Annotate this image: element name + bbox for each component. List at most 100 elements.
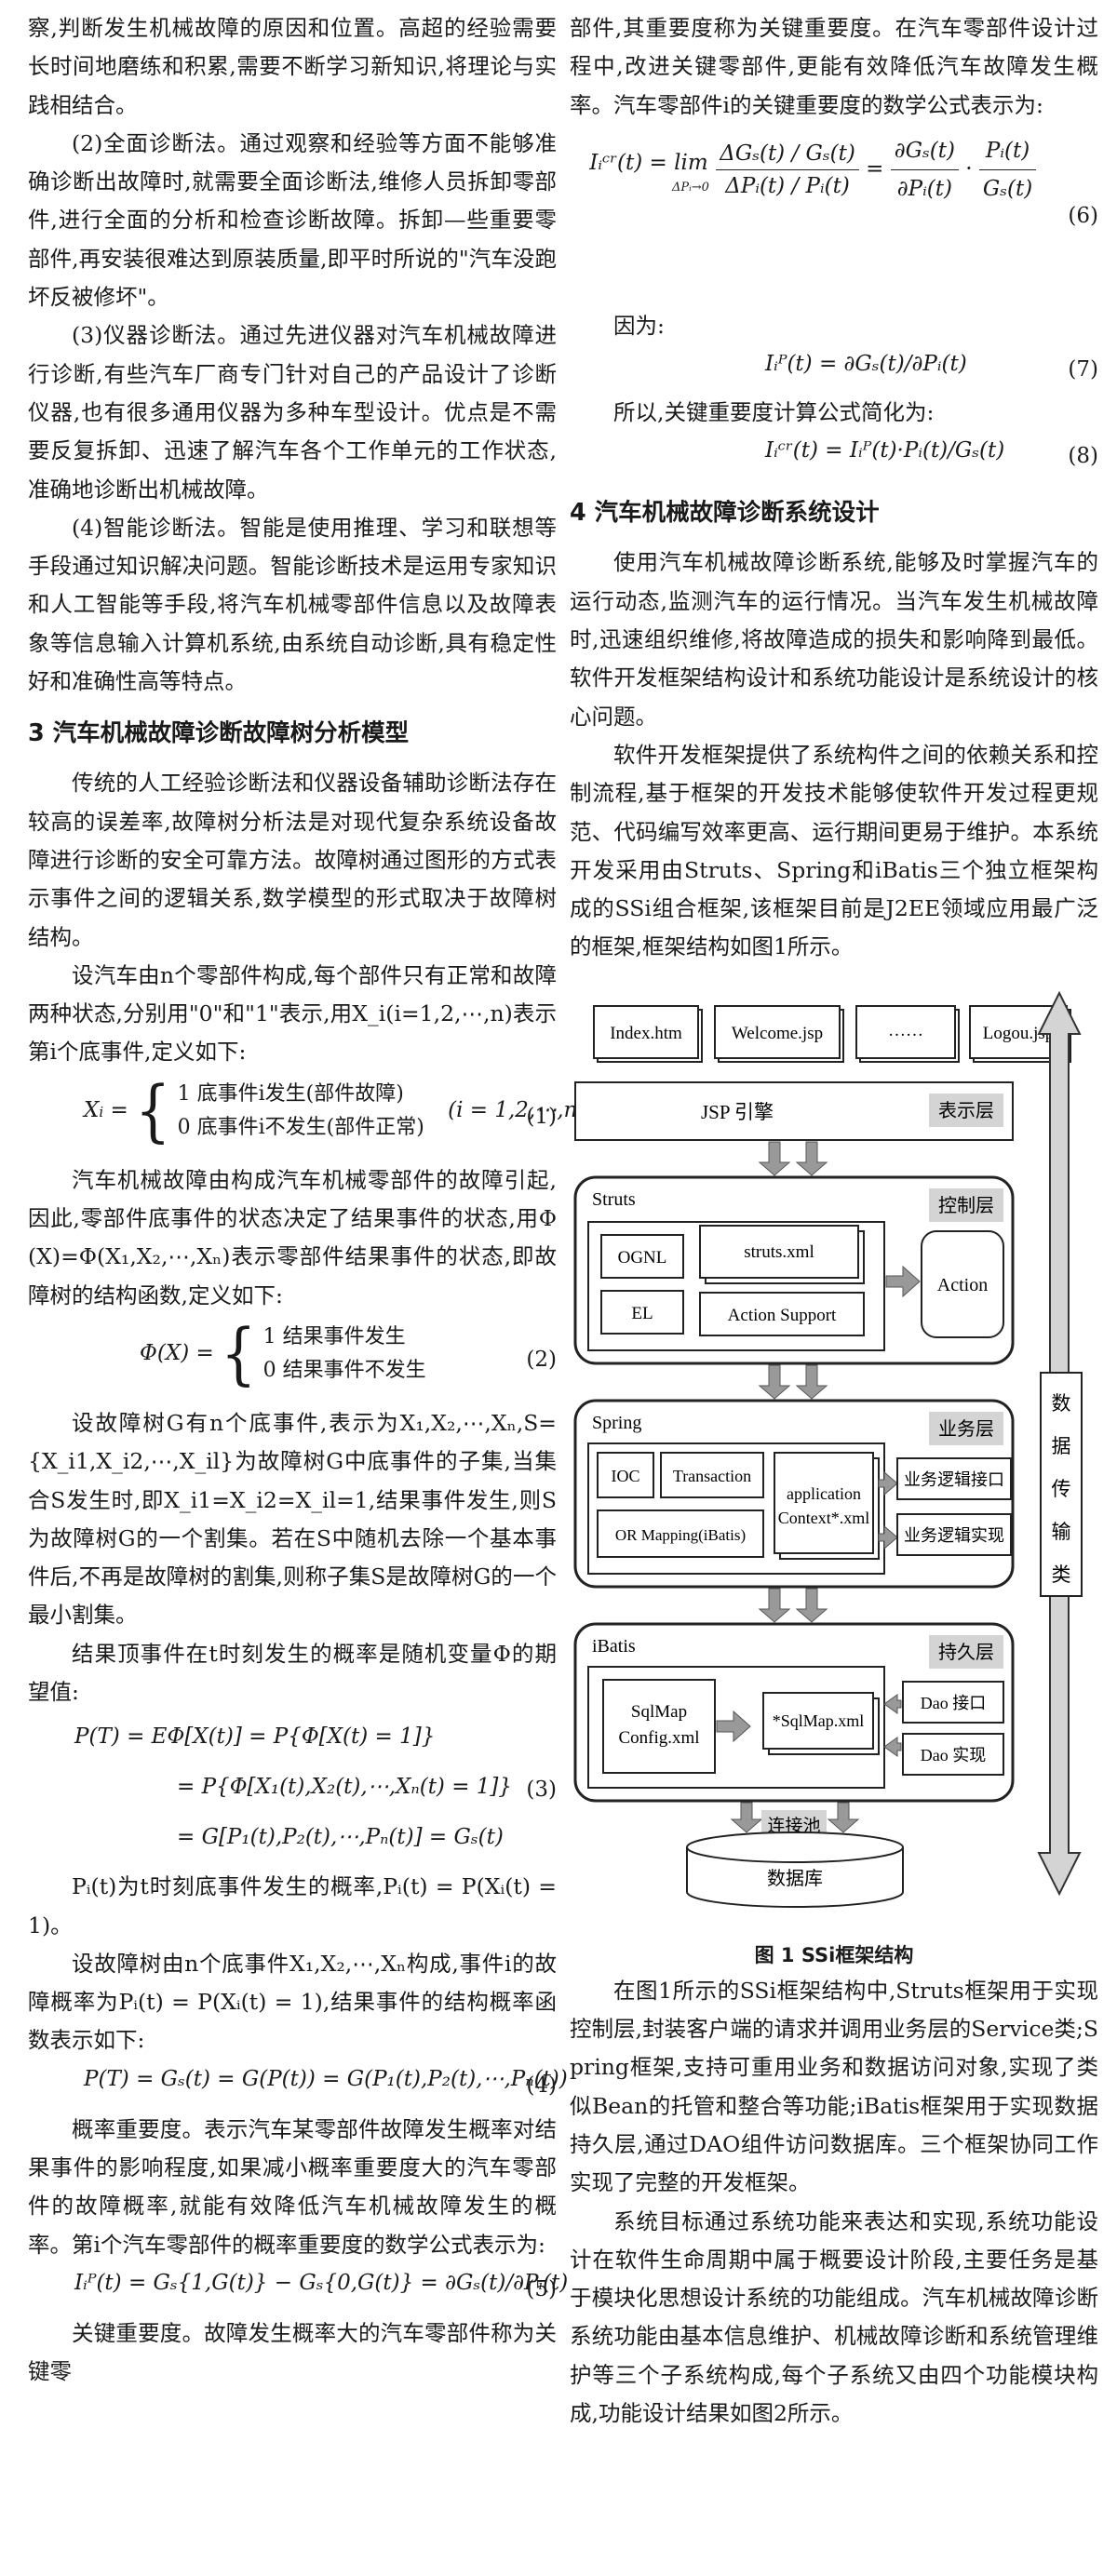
equation-lhs: X <box>84 1097 100 1122</box>
paragraph: 结果顶事件在t时刻发生的概率是随机变量Φ的期望值: <box>28 1640 557 1705</box>
equation-cases: 1 结果事件发生 0 结果事件不发生 <box>263 1321 426 1388</box>
data-transfer-arrow <box>1037 990 1083 1896</box>
database-icon <box>686 1831 904 1908</box>
paragraph: 系统目标通过系统功能来表达和实现,系统功能设计在软件生命周期中属于概要设计阶段,… <box>570 2207 1098 2427</box>
data-transfer-label: 数 <box>1052 1392 1071 1415</box>
persistence-layer-label: 持久层 <box>938 1642 994 1663</box>
equation-4: P(T) = Gₛ(t) = G(P(t)) = G(P₁(t),P₂(t),⋯… <box>28 2060 568 2111</box>
fraction-numerator: Pᵢ(t) <box>978 132 1037 170</box>
page-file: Welcome.jsp <box>732 1024 823 1043</box>
page-files-row: Index.htm Welcome.jsp …… Logou.jsp <box>593 1004 1071 1063</box>
paragraph: 部件,其重要度称为关键重要度。在汽车零部件设计过程中,改进关键零部件,更能有效降… <box>570 15 1098 118</box>
spring-label: Spring <box>592 1413 641 1433</box>
equation-lhs: Φ(X) = <box>140 1340 214 1365</box>
app-context-label: application <box>787 1484 861 1503</box>
fraction-numerator: ∂Gₛ(t) <box>890 132 959 170</box>
dao-impl-label: Dao 实现 <box>921 1746 987 1764</box>
fraction-denominator: Gₛ(t) <box>982 176 1033 201</box>
database-label: 数据库 <box>767 1868 823 1889</box>
control-layer-label: 控制层 <box>938 1195 994 1216</box>
biz-interface-label: 业务逻辑接口 <box>904 1470 1004 1489</box>
paragraph: (3)仪器诊断法。通过先进仪器对汽车机械故障进行诊断,有些汽车厂商专门针对自己的… <box>28 322 557 503</box>
equation-8: Iᵢᶜʳ(t) = Iᵢᴾ(t)·Pᵢ(t)/Gₛ(t) (8) <box>570 432 1098 480</box>
equation-line: P(T) = EΦ[X(t)] = P{Φ[X(t) = 1]} <box>74 1724 436 1750</box>
equation-number: (4) <box>526 2073 557 2098</box>
data-transfer-label: 据 <box>1052 1435 1071 1457</box>
struts-xml-label: struts.xml <box>744 1242 814 1262</box>
paragraph: 使用汽车机械故障诊断系统,能够及时掌握汽车的运行动态,监测汽车的运行情况。当汽车… <box>570 549 1098 730</box>
equation-number: (6) <box>1068 203 1098 228</box>
connection-pool-label: 连接池 <box>767 1816 820 1836</box>
figure-caption: 图 1 SSi框架结构 <box>754 1943 914 1966</box>
presentation-layer-label: 表示层 <box>938 1100 994 1121</box>
equation-body: P(T) = Gₛ(t) = G(P(t)) = G(P₁(t),P₂(t),⋯… <box>84 2066 568 2091</box>
fraction-denominator: ∂Pᵢ(t) <box>896 176 952 201</box>
sqlmap-config-label: Config.xml <box>618 1728 699 1748</box>
paragraph: 在图1所示的SSi框架结构中,Struts框架用于实现控制层,封装客户端的请求并… <box>570 1977 1098 2196</box>
layer-tag <box>929 1187 1003 1222</box>
business-layer-label: 业务层 <box>938 1418 994 1440</box>
num-top: ΔGₛ(t) <box>720 141 786 166</box>
paragraph: 察,判断发生机械故障的原因和位置。高超的经验需要长时间地磨练和积累,需要不断学习… <box>28 15 557 118</box>
equation-5: Iᵢᴾ(t) = Gₛ{1,G(t)} − Gₛ{0,G(t)} = ∂Gₛ(t… <box>28 2264 568 2314</box>
fraction-numerator: ΔGₛ(t) / Gₛ(t) <box>716 138 859 170</box>
action-support-label: Action Support <box>728 1306 837 1325</box>
equation-cases: 1 底事件i发生(部件故障) 0 底事件i不发生(部件正常) <box>178 1078 424 1145</box>
page-file: …… <box>888 1021 923 1040</box>
ssi-architecture-figure: Index.htm Welcome.jsp …… Logou.jsp JSP 引… <box>570 982 1098 1935</box>
equation-number: (8) <box>1068 444 1098 469</box>
paragraph: 因为: <box>613 312 665 339</box>
fraction-denominator: ΔPᵢ(t) / Pᵢ(t) <box>725 173 850 198</box>
equation-lhs: Iᵢᶜʳ(t) = lim <box>589 151 708 176</box>
paragraph: 所以,关键重要度计算公式简化为: <box>613 399 935 426</box>
paragraph: 设汽车由n个零部件构成,每个部件只有正常和故障两种状态,分别用"0"和"1"表示… <box>28 961 557 1066</box>
equation-body: Iᵢᴾ(t) = Gₛ{1,G(t)} − Gₛ{0,G(t)} = ∂Gₛ(t… <box>74 2270 569 2295</box>
paragraph: (2)全面诊断法。通过观察和经验等方面不能够准确诊断出故障时,就需要全面诊断法,… <box>28 129 557 311</box>
biz-impl-label: 业务逻辑实现 <box>904 1526 1004 1545</box>
equation-1: Xi = { 1 底事件i发生(部件故障) 0 底事件i不发生(部件正常) (i… <box>84 1071 586 1150</box>
layer-tag <box>929 1411 1003 1445</box>
data-transfer-label: 传 <box>1052 1478 1071 1500</box>
fraction: ∂Gₛ(t) ∂Pᵢ(t) <box>890 132 959 208</box>
page-file: Index.htm <box>610 1024 682 1043</box>
equation-6: Iᵢᶜʳ(t) = lim ΔPᵢ→0 ΔGₛ(t) / Gₛ(t) ΔPᵢ(t… <box>570 132 1098 300</box>
layer-tag <box>929 1634 1003 1669</box>
brace: { <box>135 1071 171 1150</box>
equation-number: (2) <box>526 1347 557 1372</box>
ioc-label: IOC <box>612 1467 640 1485</box>
ssi-architecture-diagram: Index.htm Welcome.jsp …… Logou.jsp JSP 引… <box>573 990 1083 1908</box>
equation-range: (i = 1,2,⋯,n) <box>448 1097 586 1122</box>
paragraph: Pᵢ(t)为t时刻底事件发生的概率,Pᵢ(t) = P(Xᵢ(t) = 1)。 <box>28 1873 557 1939</box>
data-transfer-label: 类 <box>1052 1563 1071 1586</box>
equation-body: Iᵢᴾ(t) = ∂Gₛ(t)/∂Pᵢ(t) <box>765 352 967 377</box>
num-bottom: Gₛ(t) <box>805 141 855 166</box>
page-file: Logou.jsp <box>983 1024 1055 1043</box>
equation-2: Φ(X) = { 1 结果事件发生 0 结果事件不发生 (2) <box>28 1321 557 1399</box>
app-context-label: Context*.xml <box>778 1509 870 1527</box>
data-transfer-label: 输 <box>1052 1521 1071 1543</box>
paragraph: 关键重要度。故障发生概率大的汽车零部件称为关键零 <box>28 2319 557 2385</box>
brace: { <box>221 1314 257 1393</box>
left-column: 察,判断发生机械故障的原因和位置。高超的经验需要长时间地磨练和积累,需要不断学习… <box>28 9 586 2392</box>
case-1: 1 底事件i发生(部件故障) <box>177 1081 404 1106</box>
den-top: ΔPᵢ(t) <box>725 173 786 198</box>
paragraph: 设故障树G有n个底事件,表示为X₁,X₂,⋯,Xₙ,S={X_i1,X_i2,⋯… <box>28 1409 557 1629</box>
section-heading: 3 汽车机械故障诊断故障树分析模型 <box>28 719 410 748</box>
dao-interface-label: Dao 接口 <box>921 1694 987 1712</box>
transaction-label: Transaction <box>673 1467 751 1485</box>
paragraph: 汽车机械故障由构成汽车机械零部件的故障引起,因此,零部件底事件的状态决定了结果事… <box>28 1166 557 1308</box>
equation-7: Iᵢᴾ(t) = ∂Gₛ(t)/∂Pᵢ(t) (7) <box>570 345 1098 394</box>
limit-subscript: ΔPᵢ→0 <box>672 181 709 195</box>
paragraph: 传统的人工经验诊断法和仪器设备辅助诊断法存在较高的误差率,故障树分析法是对现代复… <box>28 770 557 950</box>
equation-3: P(T) = EΦ[X(t)] = P{Φ[X(t) = 1]} = P{Φ[X… <box>28 1711 557 1868</box>
paragraph: 软件开发框架提供了系统构件之间的依赖关系和控制流程,基于框架的开发技术能够使软件… <box>570 741 1098 960</box>
sqlmap-xml-label: *SqlMap.xml <box>773 1711 865 1730</box>
jsp-engine-label: JSP 引擎 <box>701 1101 774 1123</box>
layer-tag <box>929 1093 1003 1127</box>
case-0: 0 底事件i不发生(部件正常) <box>177 1115 424 1139</box>
equation-number: (3) <box>526 1778 557 1803</box>
sqlmap-config-label: SqlMap <box>631 1702 687 1722</box>
paragraph: 概率重要度。表示汽车某零部件故障发生概率对结果事件的影响程度,如果减小概率重要度… <box>28 2115 557 2258</box>
fraction: ΔGₛ(t) / Gₛ(t) ΔPᵢ(t) / Pᵢ(t) <box>716 138 859 202</box>
ognl-label: OGNL <box>618 1248 667 1268</box>
